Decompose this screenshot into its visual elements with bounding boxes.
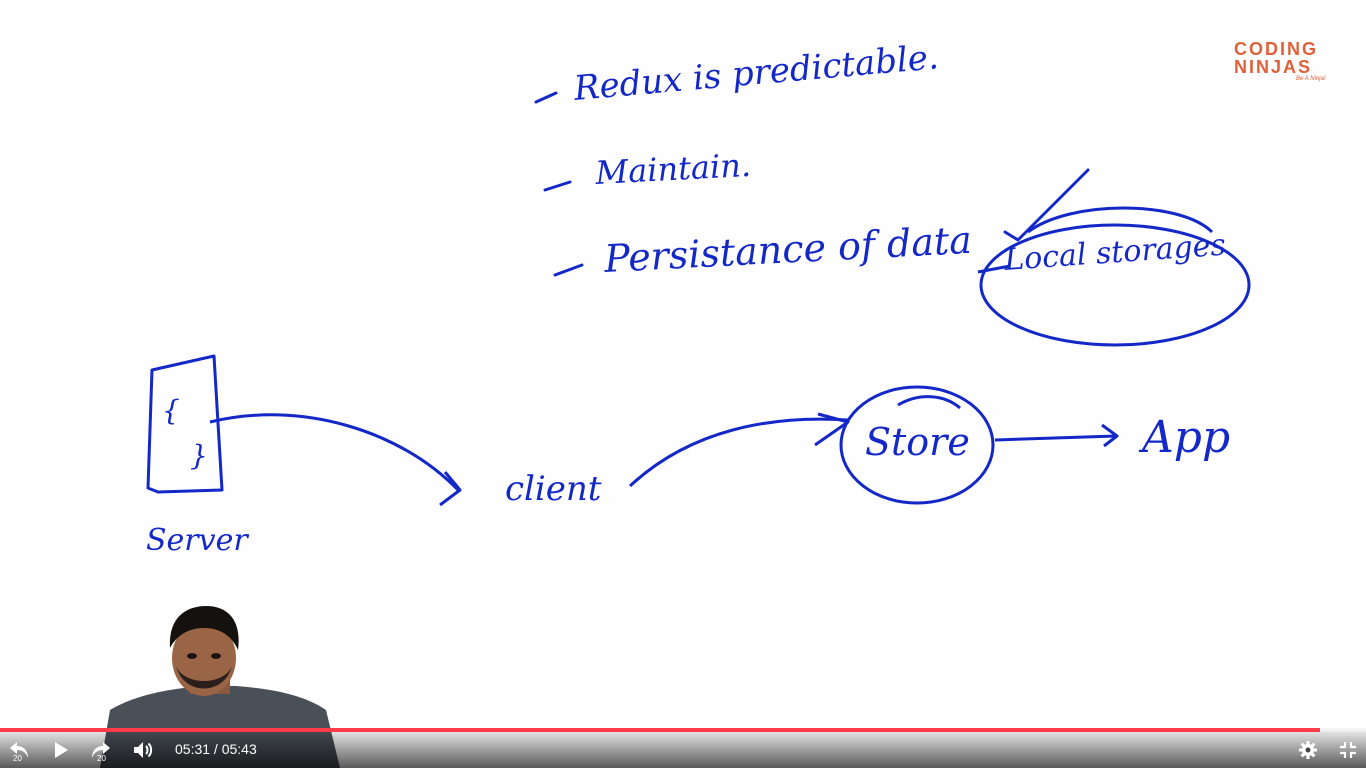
bullet-dash-2 — [543, 180, 572, 192]
bullet-text-persistance: Persistance of data — [602, 218, 973, 281]
local-storage-arc — [1027, 206, 1214, 234]
presenter-beard — [176, 666, 232, 689]
presenter-eye-left — [187, 653, 197, 659]
time-display: 05:31 / 05:43 — [175, 741, 257, 757]
logo-tagline: Be A Ninja! — [1296, 76, 1326, 82]
logo-line-2: NINJAS — [1234, 57, 1313, 77]
player-controls: 20 20 05:31 / 05:43 — [0, 728, 1366, 768]
rewind-20-button[interactable]: 20 — [4, 736, 34, 764]
server-box — [146, 354, 224, 494]
arrow-server-to-client — [209, 413, 460, 492]
check-mark — [1003, 168, 1090, 242]
exit-fullscreen-button[interactable] — [1333, 736, 1363, 764]
coding-ninjas-logo: CODING NINJAS Be A Ninja! — [1234, 40, 1344, 84]
arrow-store-to-app — [994, 434, 1117, 442]
bullet-text-predictable: Redux is predictable. — [571, 37, 940, 109]
strike-line — [977, 264, 1011, 274]
progress-bar[interactable] — [0, 728, 1366, 732]
arrow-client-to-store — [628, 417, 849, 488]
bullet-dash-1 — [534, 91, 558, 104]
forward-20-icon — [92, 742, 110, 758]
presenter-eye-right — [211, 653, 221, 659]
progress-fill — [0, 728, 1320, 732]
logo-line-1: CODING — [1234, 39, 1318, 59]
bullet-dash-3 — [553, 263, 584, 277]
server-label: Server — [146, 523, 249, 558]
arrow-head-app — [1101, 423, 1119, 448]
volume-button[interactable] — [128, 736, 158, 764]
rewind-seconds: 20 — [13, 754, 22, 763]
app-label: App — [1138, 412, 1230, 463]
client-label: client — [505, 469, 602, 509]
play-icon — [55, 742, 68, 758]
arrow-head-client — [439, 471, 462, 507]
gear-icon — [1299, 741, 1317, 759]
presenter-face — [172, 620, 236, 696]
volume-icon — [134, 742, 153, 758]
store-circle — [839, 385, 995, 505]
store-label: Store — [865, 420, 970, 464]
settings-button[interactable] — [1293, 736, 1323, 764]
play-button[interactable] — [46, 736, 76, 764]
forward-20-button[interactable]: 20 — [86, 736, 116, 764]
bullet-text-maintain: Maintain. — [593, 146, 751, 192]
store-arc — [897, 395, 961, 410]
presenter-hair — [169, 606, 239, 650]
server-brace-close: } — [190, 439, 208, 472]
local-storage-circle — [979, 223, 1251, 347]
exit-fullscreen-icon — [1340, 742, 1356, 758]
forward-seconds: 20 — [97, 754, 106, 763]
rewind-20-icon — [10, 742, 28, 758]
server-brace-open: { — [162, 394, 180, 427]
